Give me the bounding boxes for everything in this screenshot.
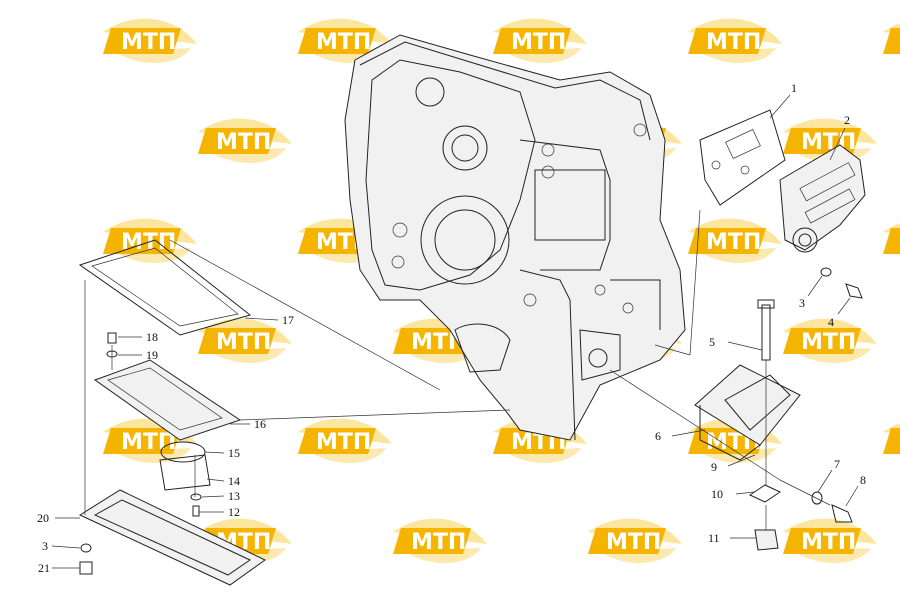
small-fasteners xyxy=(106,332,202,517)
callout-7: 7 xyxy=(834,457,840,471)
watermark-layer: МТП МТП МТП МТП МТП МТП МТП МТП МТП МТП МТП МТП МТП М… xyxy=(103,18,900,564)
callout-20: 20 xyxy=(37,511,49,525)
callout-21: 21 xyxy=(38,561,50,575)
mtp-watermark-logo: МТП xyxy=(688,18,782,64)
svg-text:МТП: МТП xyxy=(706,230,761,255)
callout-5: 5 xyxy=(709,335,715,349)
mtp-watermark-logo: МТП xyxy=(783,318,877,364)
callout-11: 11 xyxy=(708,531,720,545)
callout-1: 1 xyxy=(791,81,797,95)
mtp-watermark-logo: МТП xyxy=(883,18,900,64)
mtp-watermark-logo: МТП xyxy=(103,218,197,264)
callout-15: 15 xyxy=(228,446,240,460)
callout-3-lower: 3 xyxy=(42,539,48,553)
hydraulic-valve-block xyxy=(779,144,866,253)
callout-16: 16 xyxy=(254,417,266,431)
callout-2: 2 xyxy=(844,113,850,127)
svg-text:МТП: МТП xyxy=(511,30,566,55)
mtp-watermark-logo: МТП xyxy=(393,518,487,564)
assembly-guide-lines xyxy=(84,209,831,530)
mtp-watermark-logo: МТП xyxy=(493,18,587,64)
callout-18: 18 xyxy=(146,330,158,344)
callout-9: 9 xyxy=(711,460,717,474)
washer-and-bolt-lower-right xyxy=(811,491,853,523)
mtp-watermark-logo: МТП xyxy=(198,318,292,364)
gasket-plate xyxy=(699,109,786,206)
callout-labels: 1 2 3 4 5 6 7 8 9 10 11 12 13 14 15 16 1… xyxy=(37,81,866,575)
mtp-watermark-logo: МТП xyxy=(883,418,900,464)
svg-text:МТП: МТП xyxy=(121,30,176,55)
svg-text:МТП: МТП xyxy=(216,130,271,155)
svg-text:МТП: МТП xyxy=(801,330,856,355)
drain-plug xyxy=(79,543,93,575)
callout-14: 14 xyxy=(228,474,240,488)
svg-text:МТП: МТП xyxy=(801,530,856,555)
svg-text:МТП: МТП xyxy=(606,530,661,555)
mtp-watermark-logo: МТП xyxy=(103,418,197,464)
svg-text:МТП: МТП xyxy=(316,430,371,455)
callout-3-upper: 3 xyxy=(799,296,805,310)
svg-text:МТП: МТП xyxy=(216,330,271,355)
mtp-watermark-logo: МТП xyxy=(783,518,877,564)
oil-pan xyxy=(78,489,266,586)
callout-4: 4 xyxy=(828,315,834,329)
mtp-watermark-logo: МТП xyxy=(883,218,900,264)
callout-19: 19 xyxy=(146,348,158,362)
callout-6: 6 xyxy=(655,429,661,443)
callout-13: 13 xyxy=(228,489,240,503)
mtp-watermark-logo: МТП xyxy=(688,218,782,264)
transmission-housing xyxy=(344,34,686,441)
mtp-watermark-logo: МТП xyxy=(588,518,682,564)
washer-and-bolt-upper-right xyxy=(820,267,863,299)
mtp-watermark-logo: МТП xyxy=(298,418,392,464)
svg-text:МТП: МТП xyxy=(411,530,466,555)
svg-text:МТП: МТП xyxy=(316,30,371,55)
mtp-watermark-logo: МТП xyxy=(198,118,292,164)
svg-text:МТП: МТП xyxy=(121,430,176,455)
callout-10: 10 xyxy=(711,487,723,501)
bracket-assembly xyxy=(694,299,801,551)
oil-pan-gasket xyxy=(78,239,252,336)
callout-12: 12 xyxy=(228,505,240,519)
mtp-watermark-logo: МТП xyxy=(103,18,197,64)
callout-8: 8 xyxy=(860,473,866,487)
svg-text:МТП: МТП xyxy=(706,30,761,55)
callout-leader-lines xyxy=(51,94,859,569)
callout-17: 17 xyxy=(282,313,294,327)
mtp-watermark-logo: МТП xyxy=(298,18,392,64)
